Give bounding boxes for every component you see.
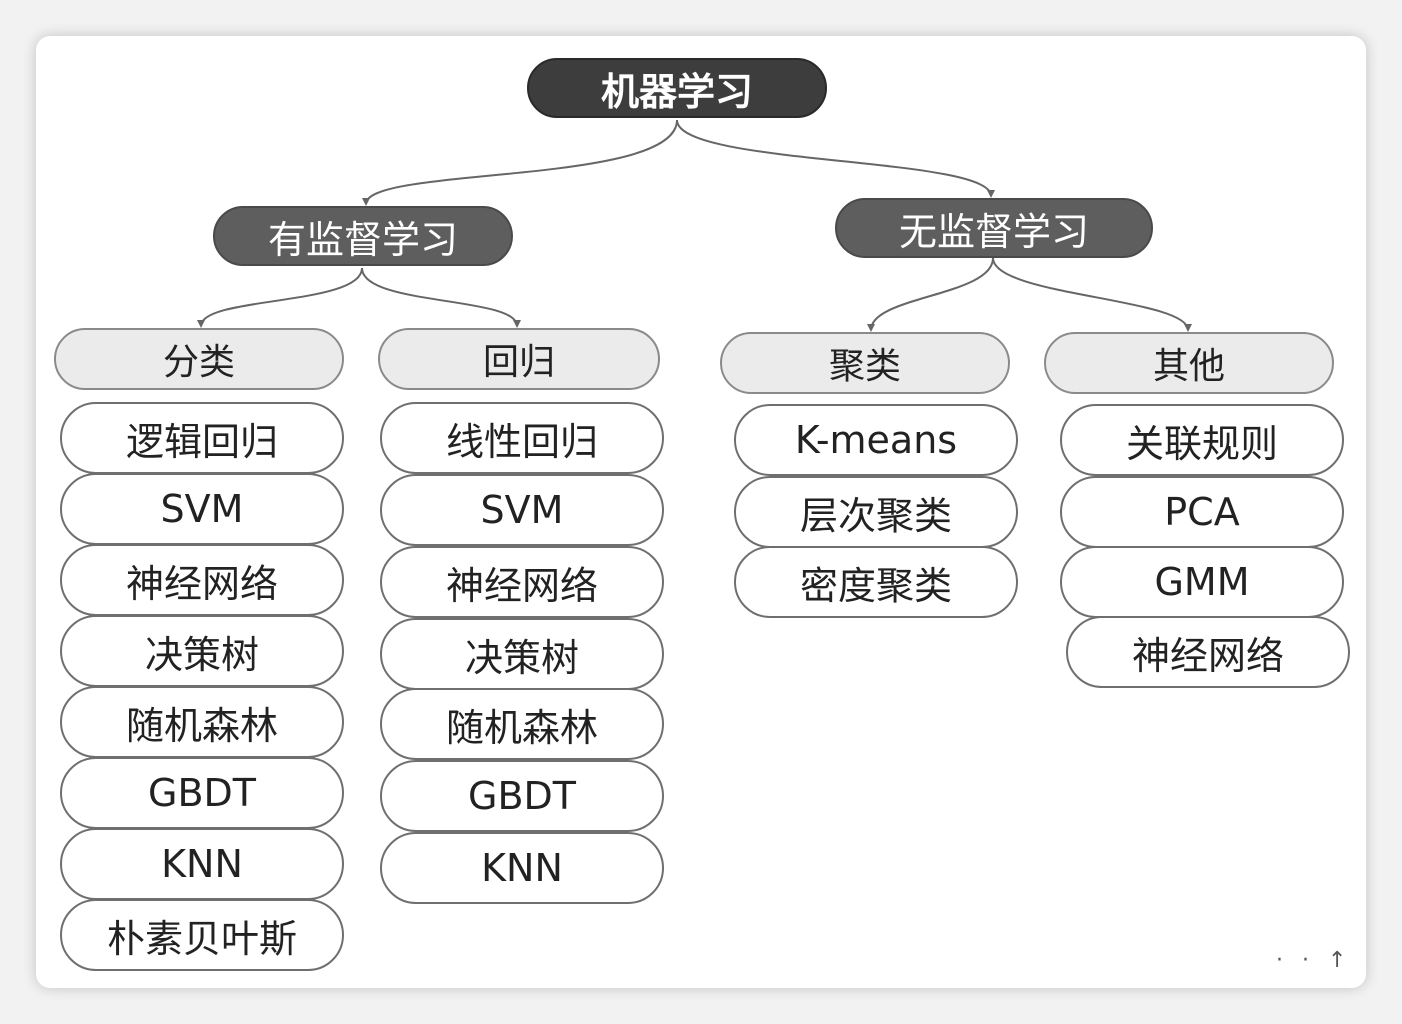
leaf-item: 决策树 — [380, 618, 664, 690]
leaf-item: GMM — [1060, 546, 1344, 618]
leaf-item: 神经网络 — [380, 546, 664, 618]
leaf-item: KNN — [60, 828, 344, 900]
connector-root-supervised — [362, 119, 678, 206]
leaf-item: KNN — [380, 832, 664, 904]
leaf-item: 层次聚类 — [734, 476, 1018, 548]
unsupervised-learning-label: 无监督学习 — [898, 209, 1089, 254]
leaf-item: GBDT — [380, 760, 664, 832]
category-regression: 回归 — [378, 328, 660, 390]
watermark-icon: · · ↑ — [1276, 948, 1353, 973]
leaf-item: 随机森林 — [380, 688, 664, 760]
category-other: 其他 — [1044, 332, 1334, 394]
connector-unsupervised-other — [992, 257, 1192, 332]
leaf-item: 关联规则 — [1060, 404, 1344, 476]
leaf-item: GBDT — [60, 757, 344, 829]
connector-supervised-regression — [361, 267, 521, 328]
leaf-item: 神经网络 — [1066, 616, 1350, 688]
leaf-item: 朴素贝叶斯 — [60, 899, 344, 971]
connector-lines — [197, 119, 1192, 332]
leaf-item: 神经网络 — [60, 544, 344, 616]
leaf-item: 决策树 — [60, 615, 344, 687]
leaf-item: 密度聚类 — [734, 546, 1018, 618]
connector-unsupervised-clustering — [867, 257, 994, 332]
leaf-item: SVM — [60, 473, 344, 545]
unsupervised-learning-node: 无监督学习 — [835, 198, 1153, 258]
root-label: 机器学习 — [600, 69, 753, 114]
leaf-item: 逻辑回归 — [60, 402, 344, 474]
regression-label: 回归 — [482, 342, 555, 383]
root-node: 机器学习 — [527, 58, 827, 118]
connector-root-unsupervised — [676, 119, 995, 198]
category-classification: 分类 — [54, 328, 344, 390]
mind-map-canvas: 机器学习 有监督学习 无监督学习 分类 回归 聚类 其他 逻辑回归 SVM 神经… — [36, 36, 1366, 988]
leaf-item: K-means — [734, 404, 1018, 476]
classification-label: 分类 — [162, 342, 235, 383]
supervised-learning-node: 有监督学习 — [213, 206, 513, 266]
category-clustering: 聚类 — [720, 332, 1010, 394]
clustering-label: 聚类 — [828, 346, 901, 387]
supervised-learning-label: 有监督学习 — [267, 217, 458, 262]
leaf-item: 随机森林 — [60, 686, 344, 758]
leaf-item: SVM — [380, 474, 664, 546]
other-label: 其他 — [1152, 346, 1225, 387]
leaf-item: 线性回归 — [380, 402, 664, 474]
connector-supervised-classification — [197, 267, 363, 328]
leaf-item: PCA — [1060, 476, 1344, 548]
